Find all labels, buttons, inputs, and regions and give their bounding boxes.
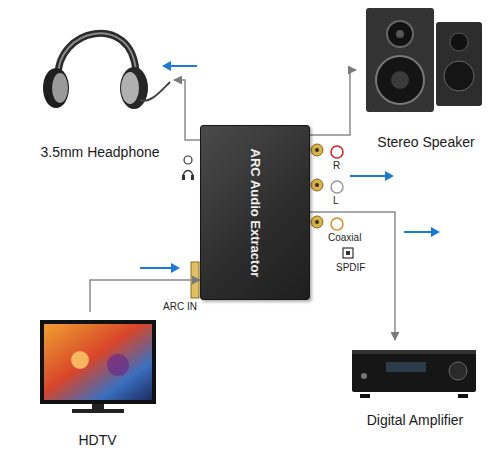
headphone-jack-icon [182, 156, 194, 180]
device-name: ARC Audio Extractor [248, 148, 263, 277]
cable-connector [310, 212, 395, 340]
tv-node: HDTV [31, 312, 164, 448]
channel-label: L [332, 195, 340, 207]
port-label: SPDIF [335, 262, 366, 274]
headphone-node: 3.5mm Headphone [26, 15, 174, 160]
cable-connector [174, 80, 200, 140]
port-label: Coaxial [327, 232, 362, 244]
device-caption: HDTV [31, 432, 164, 448]
port-label: ARC IN [162, 301, 198, 313]
tv-picture [40, 320, 156, 413]
amplifier-node: Digital Amplifier [341, 340, 489, 428]
cable-connector [90, 280, 200, 312]
extractor-box: ARC Audio Extractor [200, 125, 310, 300]
speaker-picture [366, 8, 482, 112]
cable-connector [310, 70, 356, 135]
channel-label: R [332, 160, 341, 172]
device-caption: 3.5mm Headphone [26, 144, 174, 160]
device-caption: Stereo Speaker [356, 134, 496, 150]
headphone-picture [43, 33, 170, 109]
amplifier-picture [352, 350, 476, 398]
device-caption: Digital Amplifier [341, 412, 489, 428]
speaker-node: Stereo Speaker [356, 5, 496, 150]
